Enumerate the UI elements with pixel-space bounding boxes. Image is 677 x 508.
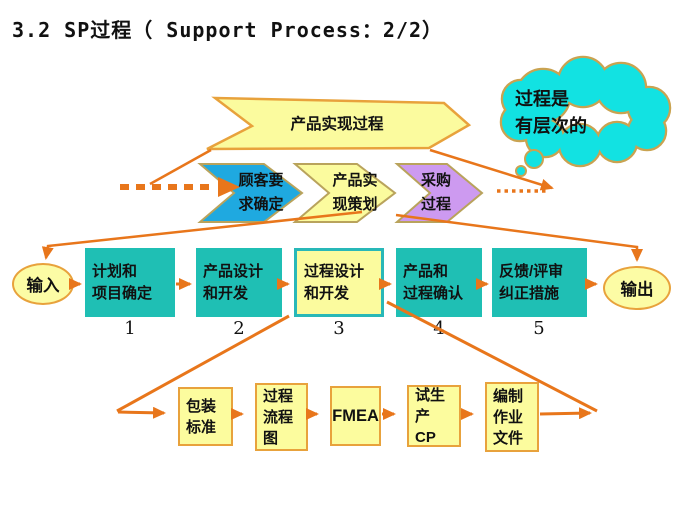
- substep-box-fmea-label: FMEA: [332, 406, 379, 425]
- step-number-1: 1: [124, 318, 136, 339]
- chevron-customer-requirements-label: 顾客要 求确定: [238, 172, 284, 213]
- substep-box-process-flowchart: 过程 流程 图: [255, 383, 308, 451]
- step-box-4: 产品和 过程确认: [396, 248, 482, 317]
- step-box-2-label: 产品设计 和开发: [203, 262, 264, 302]
- step-box-1: 计划和 项目确定: [85, 248, 175, 317]
- step-number-2: 2: [233, 318, 245, 339]
- step-box-3: 过程设计 和开发: [294, 248, 384, 317]
- step-number-4: 4: [433, 318, 445, 339]
- substep-box-trial-production-cp: 试生产 CP: [407, 385, 461, 447]
- chevron-realization-planning-label: 产品实 现策划: [332, 172, 378, 213]
- thought-cloud-label: 过程是 有层次的: [515, 89, 587, 136]
- chevron-purchasing-label: 采购 过程: [420, 172, 451, 213]
- page-title: 3.2 SP过程（ Support Process：2/2）: [12, 18, 444, 42]
- banner-label: 产品实现过程: [290, 116, 384, 133]
- output-label: 输出: [620, 281, 654, 299]
- substep-box-fmea: FMEA: [330, 386, 381, 446]
- step-box-5: 反馈/评审 纠正措施: [492, 248, 587, 317]
- substep-box-trial-production-cp-label: 试生产 CP: [415, 386, 446, 446]
- step-number-5: 5: [533, 318, 545, 339]
- step-box-3-label: 过程设计 和开发: [304, 262, 365, 302]
- substep-box-process-flowchart-label: 过程 流程 图: [263, 387, 294, 447]
- banner-shape: [206, 96, 472, 151]
- step-box-1-label: 计划和 项目确定: [92, 262, 153, 302]
- input-ellipse: 输入: [12, 263, 74, 305]
- input-label: 输入: [26, 277, 60, 295]
- substep-box-packaging-standard: 包装 标准: [178, 387, 233, 446]
- substep-box-work-documents-label: 编制 作业 文件: [493, 387, 524, 447]
- step-box-5-label: 反馈/评审 纠正措施: [499, 262, 564, 302]
- substep-box-work-documents: 编制 作业 文件: [485, 382, 539, 452]
- output-ellipse: 输出: [603, 266, 671, 310]
- thought-cloud-shape: [499, 55, 672, 177]
- substep-box-packaging-standard-label: 包装 标准: [186, 397, 217, 436]
- step-number-3: 3: [333, 318, 345, 339]
- step-box-4-label: 产品和 过程确认: [403, 262, 464, 302]
- step-box-2: 产品设计 和开发: [196, 248, 282, 317]
